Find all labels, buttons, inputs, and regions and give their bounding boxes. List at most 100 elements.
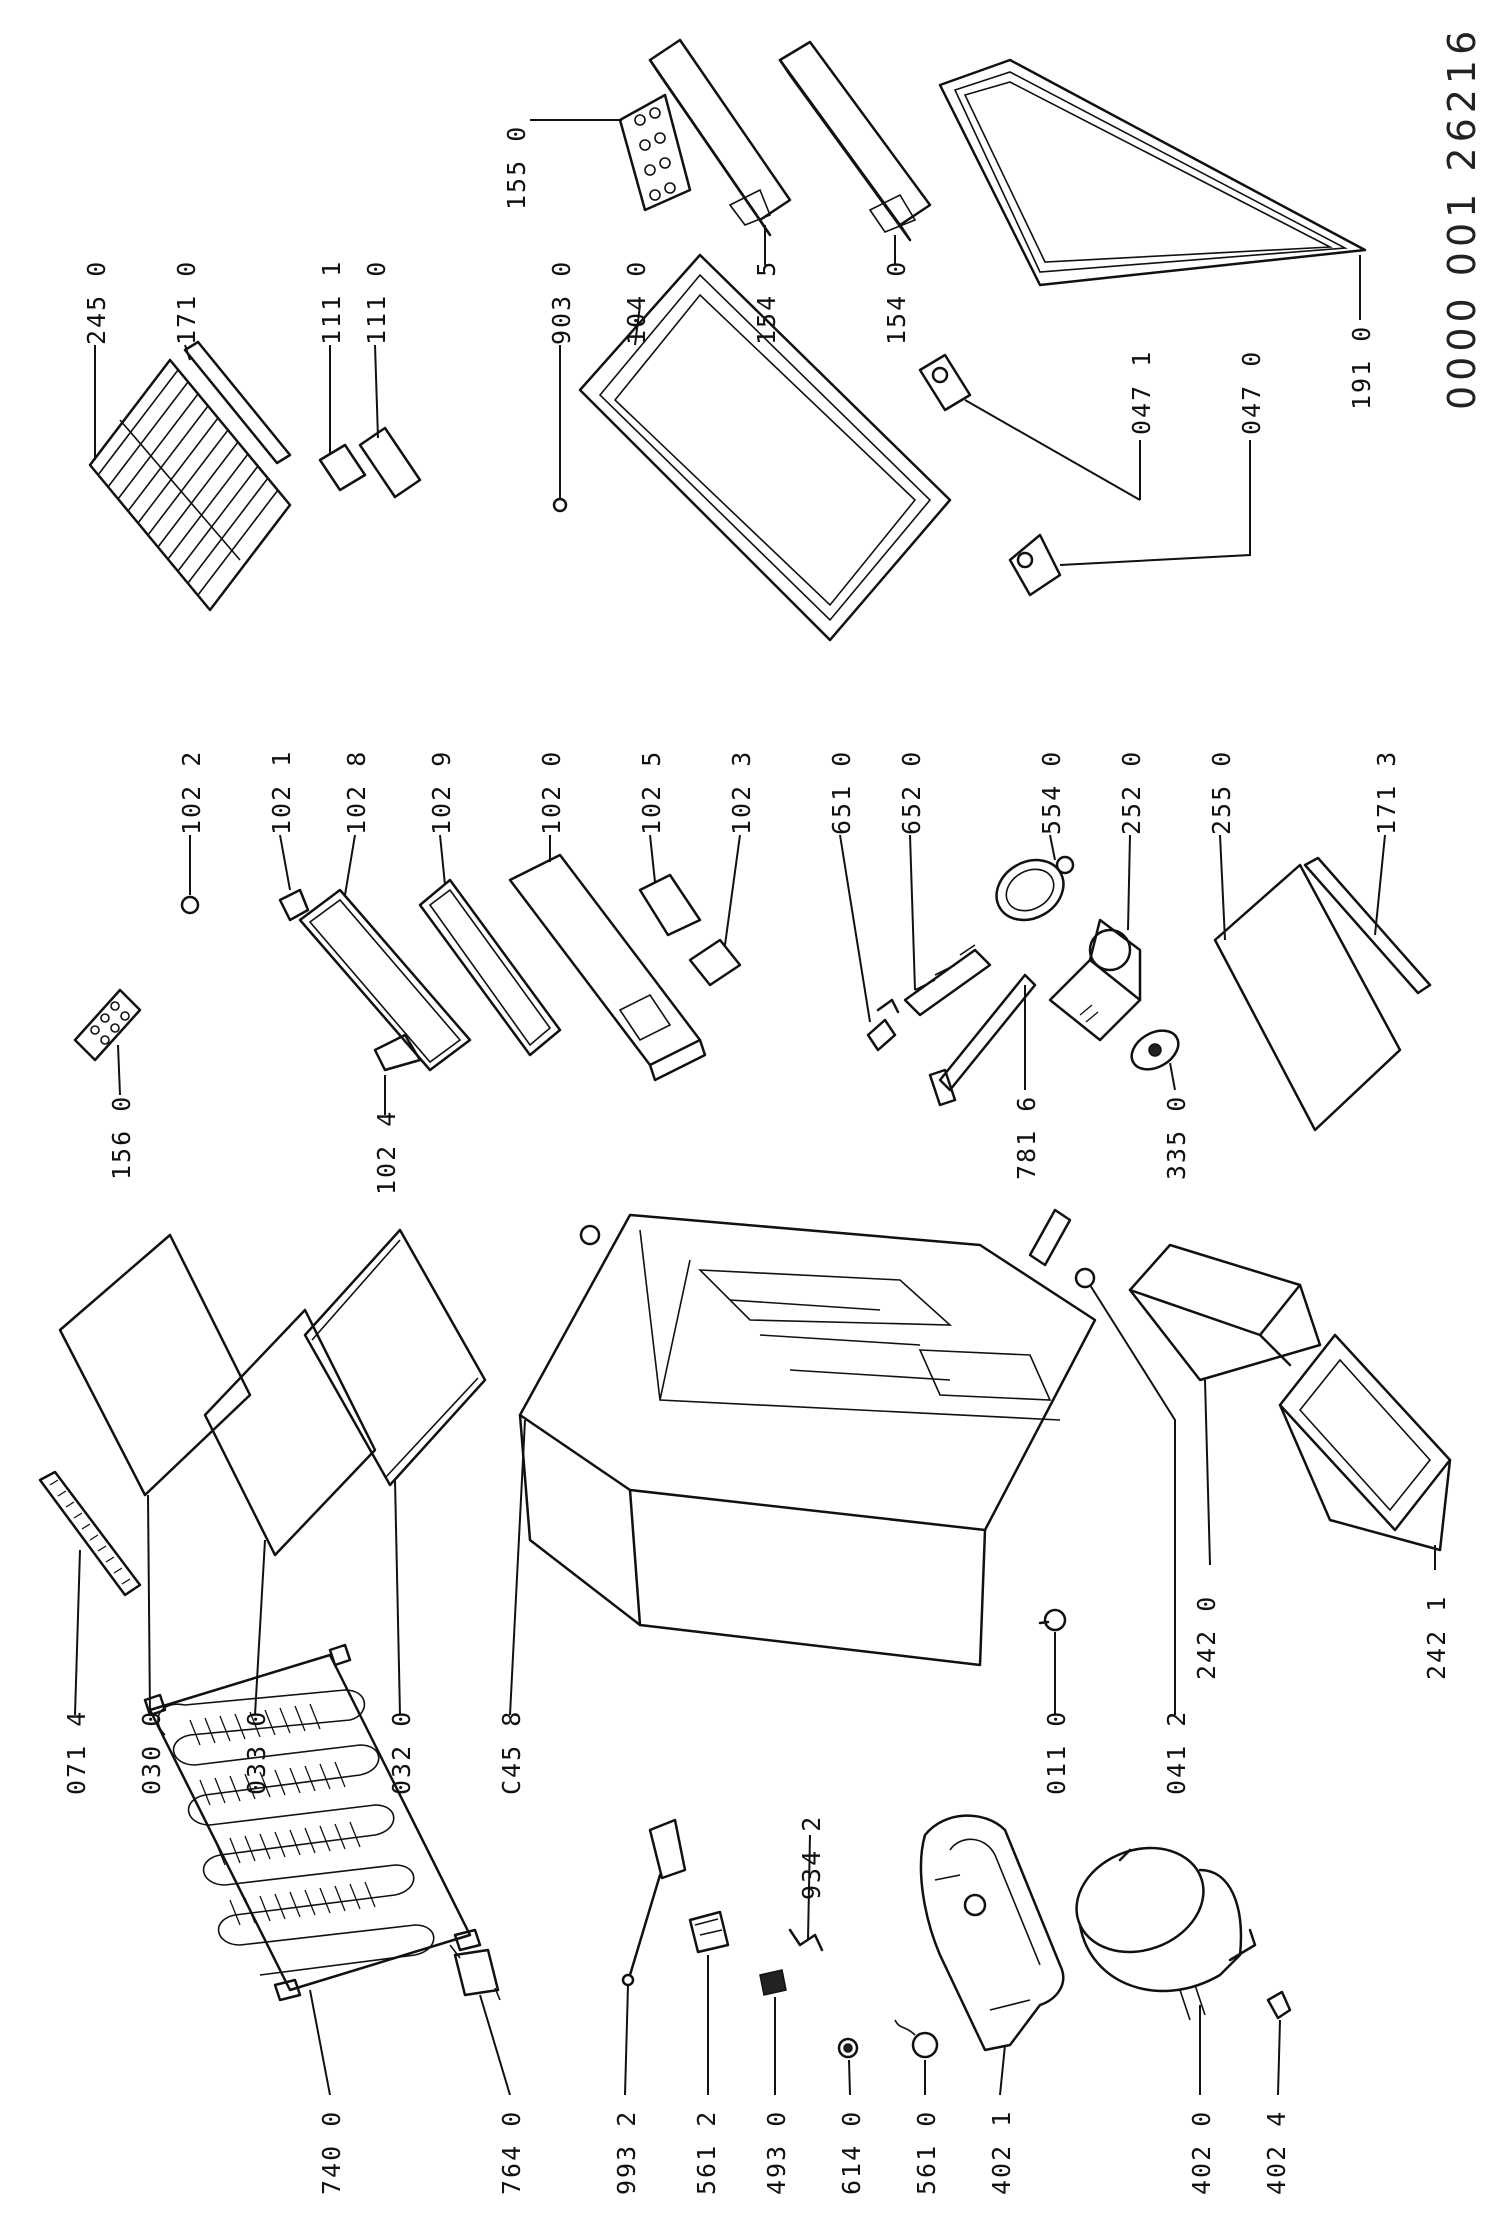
label-156-0: 156 0	[107, 1095, 136, 1180]
label-561-2: 561 2	[692, 2110, 721, 2195]
label-561-0: 561 0	[912, 2110, 941, 2195]
component-111-1	[318, 443, 367, 492]
leader-614-0	[848, 2059, 851, 2096]
condenser-coil-740-0	[143, 1643, 482, 2002]
label-493-0: 493 0	[762, 2110, 791, 2195]
label-154-0: 154 0	[882, 260, 911, 345]
leader-740-0	[309, 1989, 331, 2096]
hinge-piece-102-1	[278, 888, 310, 922]
leader-255-0	[1219, 834, 1226, 941]
label-781-6: 781 6	[1012, 1095, 1041, 1180]
fan-ring-554-0	[995, 855, 1075, 922]
drier-764-0	[449, 1944, 501, 2001]
leader-c45-8	[509, 1419, 526, 1716]
label-903-0: 903 0	[547, 260, 576, 345]
label-155-0: 155 0	[502, 125, 531, 210]
leader-993-2	[624, 1984, 629, 2096]
leader-402-4	[1277, 2019, 1281, 2096]
bracket-047-1	[918, 353, 972, 412]
leader-554-0	[1049, 834, 1056, 861]
component-493-0	[759, 1969, 787, 1996]
label-934-2: 934 2	[797, 1815, 826, 1900]
label-402-1: 402 1	[987, 2110, 1016, 2195]
crisper-242-1	[1278, 1333, 1452, 1552]
leader-242-0	[1204, 1379, 1211, 1566]
knob-102-2	[180, 895, 200, 915]
heater-781-6	[928, 973, 1037, 1107]
label-111-1: 111 1	[317, 260, 346, 345]
label-102-8: 102 8	[342, 750, 371, 835]
label-111-0: 111 0	[362, 260, 391, 345]
leader-030-0	[147, 1494, 151, 1716]
leader-047-1	[964, 399, 1141, 501]
label-402-0: 402 0	[1187, 2110, 1216, 2195]
compressor-402-0	[1075, 1846, 1257, 2021]
foot-011-0	[1038, 1608, 1067, 1632]
label-030-0: 030 0	[137, 1710, 166, 1795]
egg-tray-156-0	[73, 988, 142, 1062]
label-102-3: 102 3	[727, 750, 756, 835]
lamp-bulb-651-0	[866, 998, 900, 1052]
component-102-4	[373, 1033, 422, 1072]
leader-102-1	[279, 834, 291, 891]
leader-041-2	[1089, 1284, 1176, 1715]
label-104-0: 104 0	[622, 260, 651, 345]
label-740-0: 740 0	[317, 2110, 346, 2195]
leader-032-0	[394, 1479, 401, 1716]
glass-shelf-033-0	[203, 1308, 377, 1557]
label-102-1: 102 1	[267, 750, 296, 835]
top-plate-030-0	[58, 1233, 252, 1497]
label-171-3: 171 3	[1372, 750, 1401, 835]
label-255-0: 255 0	[1207, 750, 1236, 835]
label-033-0: 033 0	[242, 1710, 271, 1795]
leader-652-0	[909, 834, 916, 991]
strip-171-3	[1303, 856, 1432, 995]
component-561-0	[894, 2019, 939, 2059]
label-c45-8: C45 8	[497, 1710, 526, 1795]
component-614-0	[837, 2037, 859, 2059]
leader-934-2	[807, 1834, 811, 1941]
leader-171-3	[1374, 834, 1386, 936]
leader-111-0	[374, 344, 379, 439]
label-plate-102-5	[638, 873, 702, 937]
label-071-4: 071 4	[62, 1710, 91, 1795]
vent-grille-071-4	[38, 1470, 142, 1597]
clip-402-4	[1266, 1990, 1292, 2020]
egg-tray-155-0	[618, 93, 692, 212]
leader-102-9	[439, 834, 446, 886]
door-shelf-154-0	[778, 40, 932, 242]
screw-903-0	[552, 497, 568, 513]
label-554-0: 554 0	[1037, 750, 1066, 835]
lamp-holder-652-0	[903, 944, 992, 1017]
label-245-0: 245 0	[82, 260, 111, 345]
label-102-2: 102 2	[177, 750, 206, 835]
leader-047-0	[1059, 440, 1251, 566]
label-614-0: 614 0	[837, 2110, 866, 2195]
label-171-0: 171 0	[172, 260, 201, 345]
label-102-4: 102 4	[372, 1110, 401, 1195]
label-047-0: 047 0	[1237, 350, 1266, 435]
label-032-0: 032 0	[387, 1710, 416, 1795]
hinge-041-2	[1028, 1208, 1096, 1289]
label-011-0: 011 0	[1042, 1710, 1071, 1795]
leader-102-8	[344, 834, 356, 896]
leader-651-0	[839, 834, 871, 1023]
hinge-047-0	[1008, 533, 1062, 597]
label-041-2: 041 2	[1162, 1710, 1191, 1795]
gasket-102-8	[298, 888, 472, 1072]
label-047-1: 047 1	[1127, 350, 1156, 435]
leader-402-1	[999, 2044, 1006, 2096]
wire-shelf-245-0	[88, 358, 292, 612]
door-shelf-154-5	[648, 38, 792, 237]
leader-071-4	[74, 1549, 81, 1716]
leader-033-0	[254, 1539, 266, 1716]
leader-102-3	[724, 834, 741, 946]
label-652-0: 652 0	[897, 750, 926, 835]
label-993-2: 993 2	[612, 2110, 641, 2195]
cabinet-c45-8	[518, 1213, 1097, 1667]
sensor-993-2	[621, 1818, 687, 1987]
label-102-9: 102 9	[427, 750, 456, 835]
label-154-5: 154 5	[752, 260, 781, 345]
